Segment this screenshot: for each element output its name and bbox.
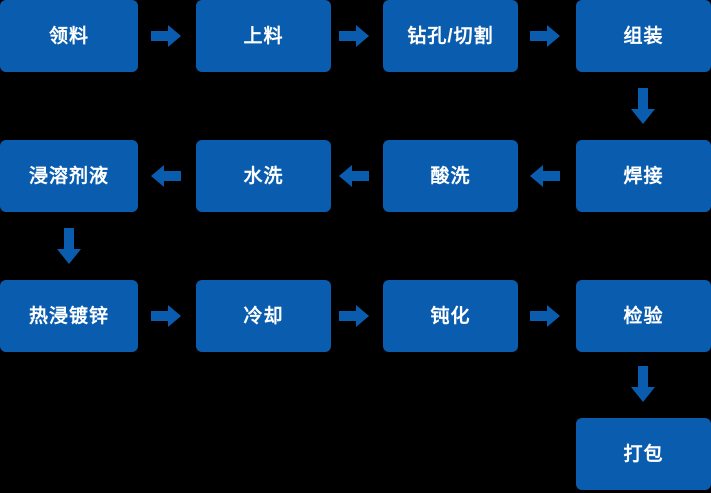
process-node-label: 酸洗 [430,165,471,187]
arrow-right-icon [530,304,560,328]
arrow-left-icon [339,164,369,188]
process-node-n6[interactable]: 水洗 [196,140,331,212]
process-node-label: 钝化 [430,305,471,327]
arrow-right-icon [530,24,560,48]
arrow-left-icon [530,164,560,188]
process-node-n11[interactable]: 钝化 [383,280,518,352]
process-node-label: 焊接 [623,165,664,187]
arrow-down-icon [56,228,82,264]
arrow-right-icon [151,24,181,48]
arrow-down-icon [630,366,656,402]
arrow-right-icon [339,24,369,48]
arrow-right-icon [339,304,369,328]
process-node-label: 水洗 [243,165,284,187]
process-node-n12[interactable]: 检验 [576,280,711,352]
process-node-label: 热浸镀锌 [28,305,109,327]
arrow-right-icon [151,304,181,328]
process-node-n4[interactable]: 组装 [576,0,711,72]
process-node-label: 领料 [48,25,89,47]
process-node-label: 打包 [623,443,664,465]
process-node-label: 浸溶剂液 [28,165,109,187]
process-node-n2[interactable]: 上料 [196,0,331,72]
process-node-n7[interactable]: 酸洗 [383,140,518,212]
arrow-left-icon [151,164,181,188]
process-node-n13[interactable]: 打包 [576,418,711,490]
process-node-n9[interactable]: 热浸镀锌 [0,280,138,352]
process-node-label: 钻孔/切割 [407,25,494,47]
process-node-n8[interactable]: 焊接 [576,140,711,212]
process-node-n1[interactable]: 领料 [0,0,138,72]
process-node-n3[interactable]: 钻孔/切割 [383,0,518,72]
process-node-label: 组装 [623,25,664,47]
process-node-label: 检验 [623,305,664,327]
process-node-label: 上料 [243,25,284,47]
process-node-n5[interactable]: 浸溶剂液 [0,140,138,212]
process-node-label: 冷却 [243,305,284,327]
process-node-n10[interactable]: 冷却 [196,280,331,352]
arrow-down-icon [630,88,656,124]
